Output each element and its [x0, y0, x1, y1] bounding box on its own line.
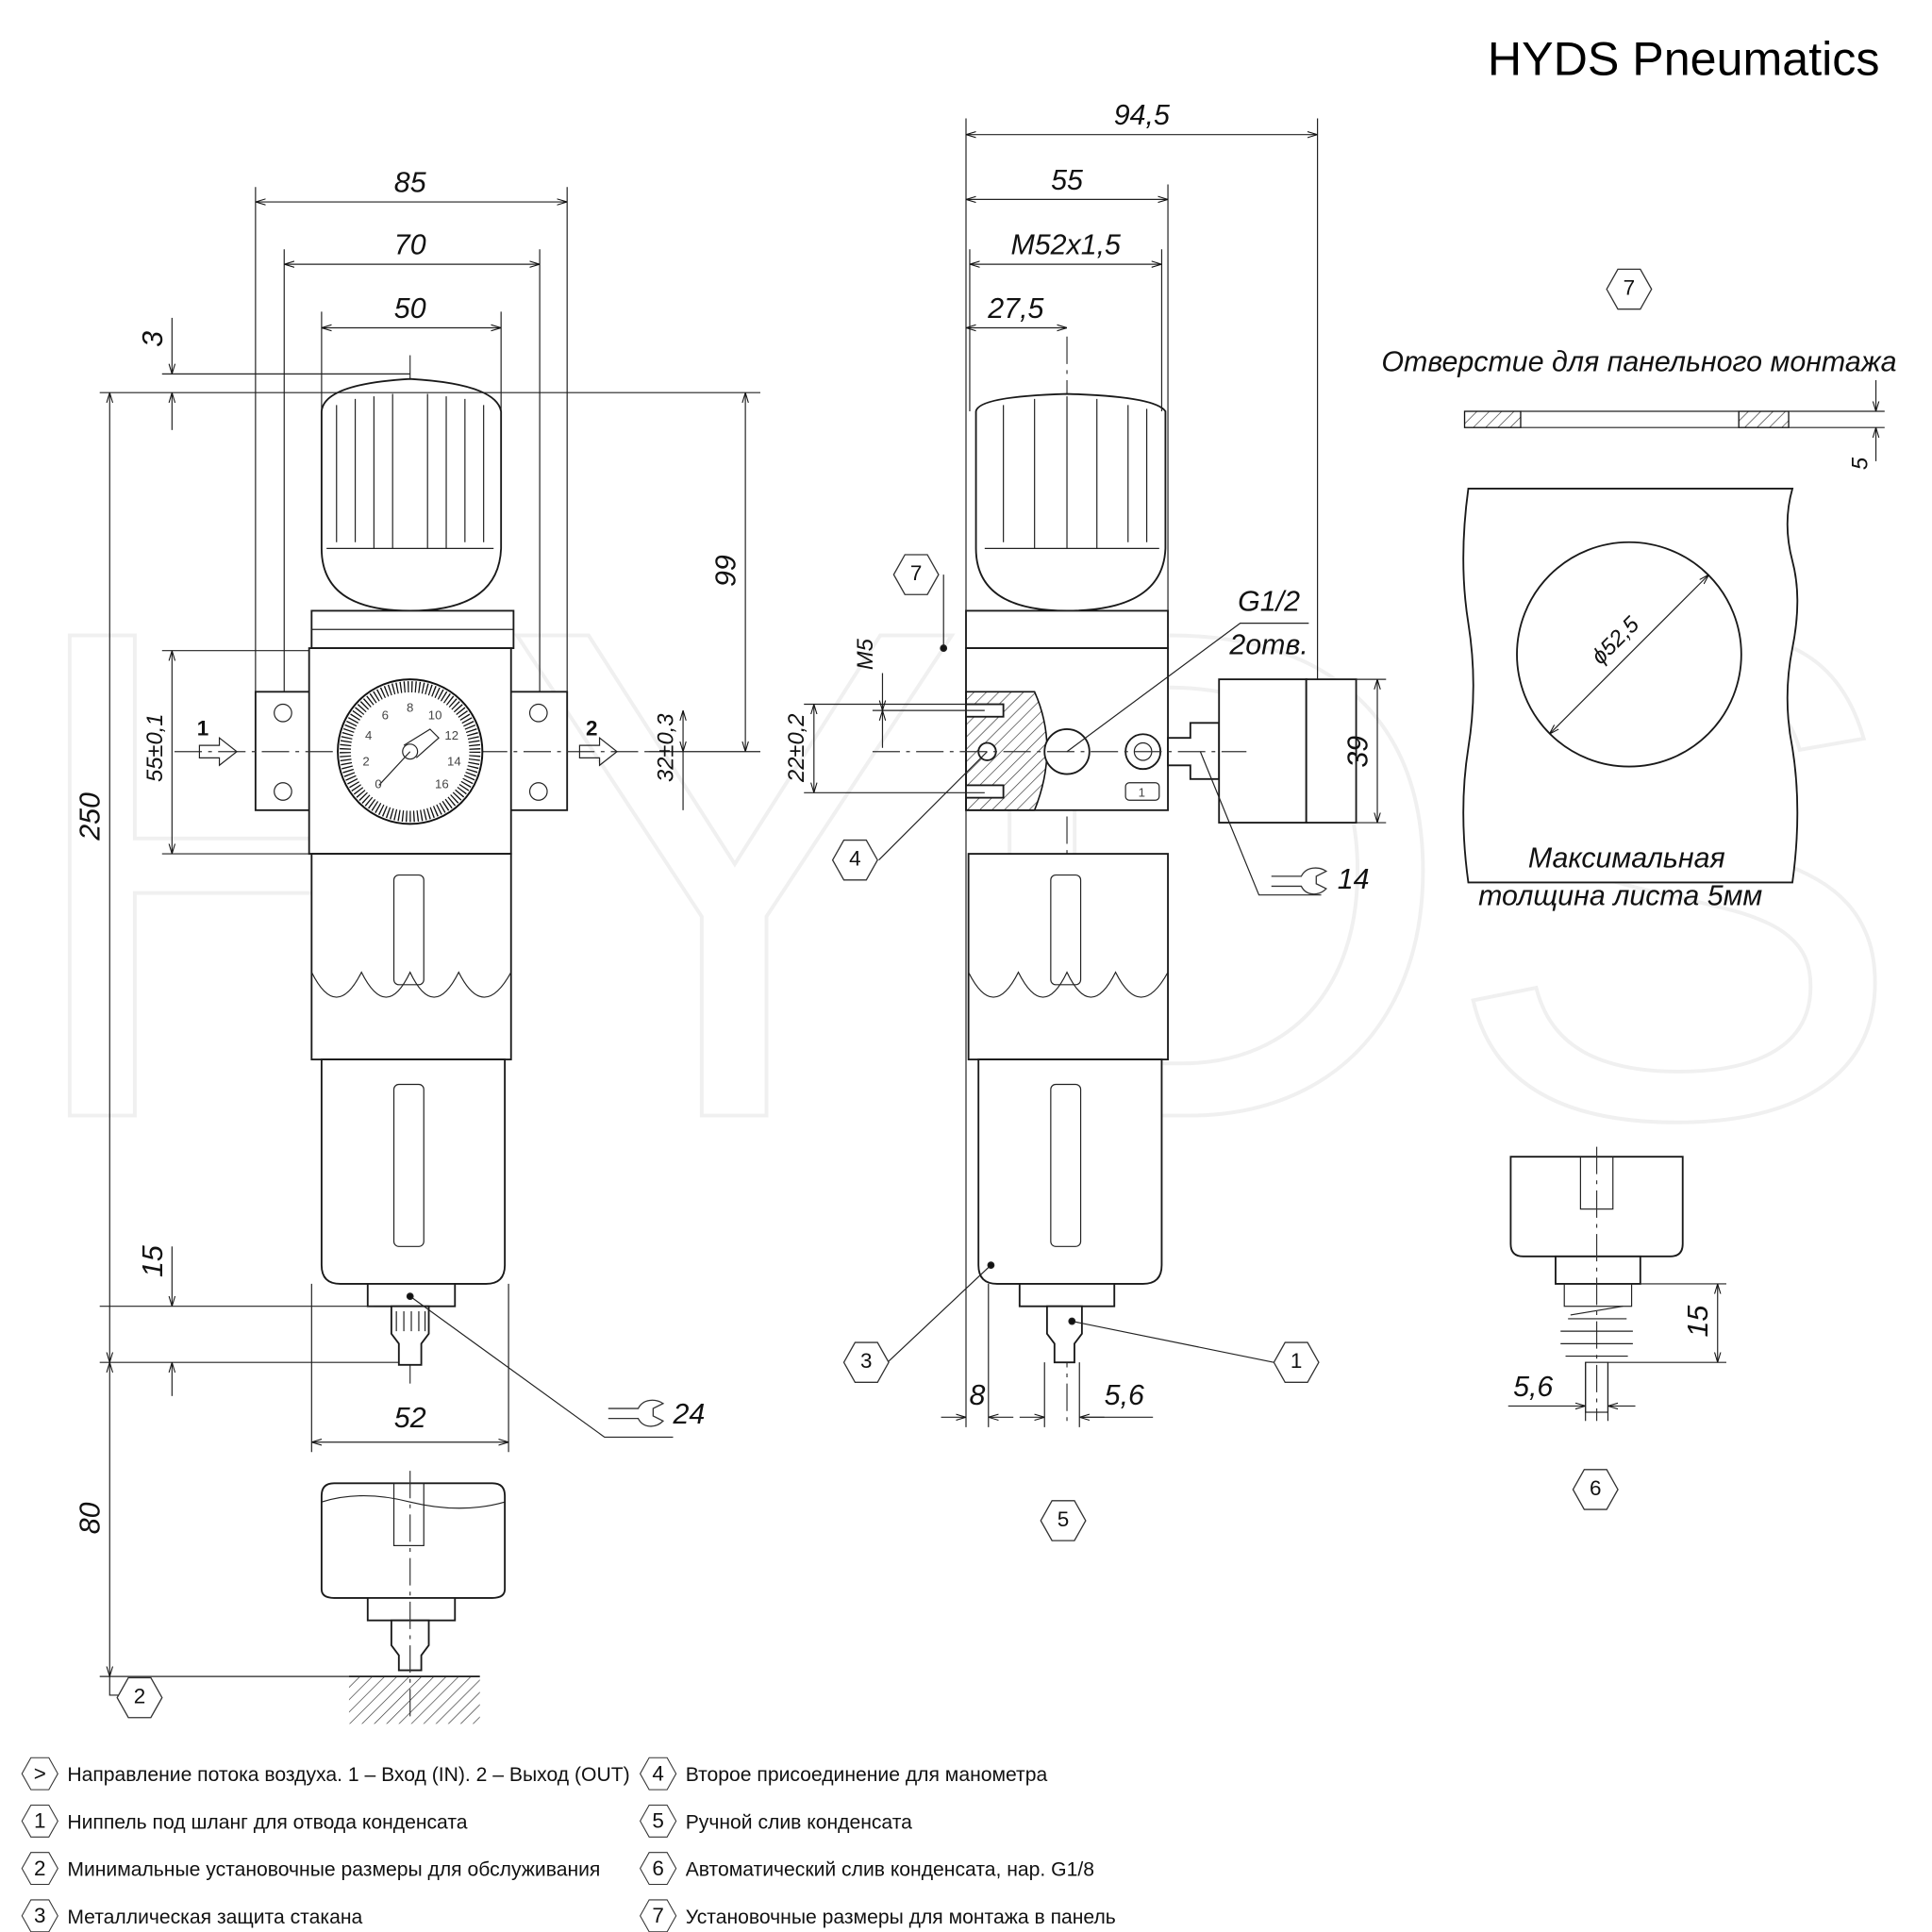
dim-55: 55±0,1 — [142, 714, 168, 783]
flow-in-label: 1 — [197, 717, 209, 741]
dim-39: 39 — [1341, 736, 1374, 768]
callout-7-label: 7 — [910, 561, 923, 585]
legend: > Направление потока воздуха. 1 – Вход (I… — [21, 1757, 1116, 1932]
panel-callout-label: 7 — [1624, 275, 1636, 299]
callout-1-label: 1 — [1291, 1349, 1303, 1373]
callout-3-label: 3 — [860, 1349, 873, 1373]
gauge-number: 2 — [362, 754, 369, 768]
gauge-number: 16 — [435, 777, 449, 791]
gauge-number: 8 — [407, 700, 413, 714]
dim-80: 80 — [75, 1502, 107, 1534]
gauge-number: 12 — [444, 728, 458, 742]
legend-text: Минимальные установочные размеры для обс… — [67, 1859, 600, 1881]
panel-title: Отверстие для панельного монтажа — [1381, 346, 1896, 378]
wrench-size-14: 14 — [1338, 863, 1370, 895]
gauge-number: 10 — [428, 708, 442, 723]
dim-94-5: 94,5 — [1114, 99, 1170, 131]
port-label: G1/2 — [1238, 585, 1300, 617]
gauge-number: 0 — [375, 777, 381, 791]
side-dimensions — [804, 118, 1387, 1427]
legend-symbol: 1 — [34, 1809, 46, 1833]
gauge-number: 14 — [447, 754, 461, 768]
legend-symbol: > — [34, 1761, 46, 1785]
dim-32: 32±0,3 — [653, 713, 678, 782]
knob-ribs — [326, 393, 494, 549]
dim-thickness: 5 — [1847, 457, 1873, 470]
side-view: 1 — [784, 99, 1387, 1541]
dim-85: 85 — [394, 166, 426, 198]
dim-15: 15 — [137, 1245, 169, 1277]
dim-5-6-drain: 5,6 — [1513, 1371, 1553, 1403]
dim-50: 50 — [394, 292, 426, 325]
dim-99: 99 — [710, 555, 742, 587]
panel-note-line2: толщина листа 5мм — [1478, 879, 1762, 911]
legend-text: Направление потока воздуха. 1 – Вход (IN… — [67, 1764, 629, 1786]
callout-2-label: 2 — [134, 1685, 146, 1708]
legend-symbol: 7 — [652, 1904, 664, 1927]
port-count: 2отв. — [1228, 629, 1307, 661]
dim-250: 250 — [75, 792, 107, 841]
dim-5-6: 5,6 — [1105, 1379, 1144, 1411]
dim-m5: M5 — [853, 638, 878, 670]
dim-3: 3 — [137, 331, 169, 347]
gauge-number: 6 — [382, 708, 389, 723]
gauge-number: 4 — [365, 728, 372, 742]
legend-text: Второе присоединение для манометра — [686, 1764, 1048, 1786]
legend-symbol: 4 — [652, 1761, 664, 1785]
auto-drain-detail: 15 5,6 6 — [1507, 1146, 1726, 1510]
callout-5-label: 5 — [1058, 1507, 1070, 1531]
dim-27-5: 27,5 — [987, 292, 1043, 325]
dim-thread: M52x1,5 — [1010, 229, 1121, 261]
dim-55-side: 55 — [1051, 164, 1083, 196]
callout-6-label: 6 — [1590, 1476, 1602, 1500]
panel-note-line1: Максимальная — [1528, 842, 1725, 874]
dim-15-drain: 15 — [1682, 1306, 1714, 1338]
wrench-size-24: 24 — [672, 1398, 705, 1430]
mount-holes — [274, 703, 548, 801]
legend-text: Ниппель под шланг для отвода конденсата — [67, 1811, 467, 1833]
body-mark: 1 — [1139, 785, 1145, 799]
legend-text: Автоматический слив конденсата, нар. G1/… — [686, 1859, 1094, 1881]
legend-text: Установочные размеры для монтажа в панел… — [686, 1907, 1116, 1928]
legend-symbol: 3 — [34, 1904, 46, 1927]
wrench-icon — [608, 1399, 664, 1427]
panel-mount-detail: 7 Отверстие для панельного монтажа 5 ϕ52… — [1381, 268, 1897, 911]
legend-symbol: 2 — [34, 1857, 46, 1880]
dim-22: 22±0,2 — [784, 714, 809, 784]
legend-text: Металлическая защита стакана — [67, 1907, 362, 1928]
dim-8: 8 — [969, 1379, 985, 1411]
dim-52: 52 — [394, 1402, 426, 1434]
flow-out-label: 2 — [586, 717, 598, 741]
dim-70: 70 — [394, 229, 426, 261]
callout-4-label: 4 — [849, 847, 861, 871]
legend-symbol: 6 — [652, 1857, 664, 1880]
page-title: HYDS Pneumatics — [1488, 32, 1880, 85]
legend-symbol: 5 — [652, 1809, 664, 1833]
legend-text: Ручной слив конденсата — [686, 1811, 912, 1833]
front-dimensions — [99, 187, 760, 1677]
